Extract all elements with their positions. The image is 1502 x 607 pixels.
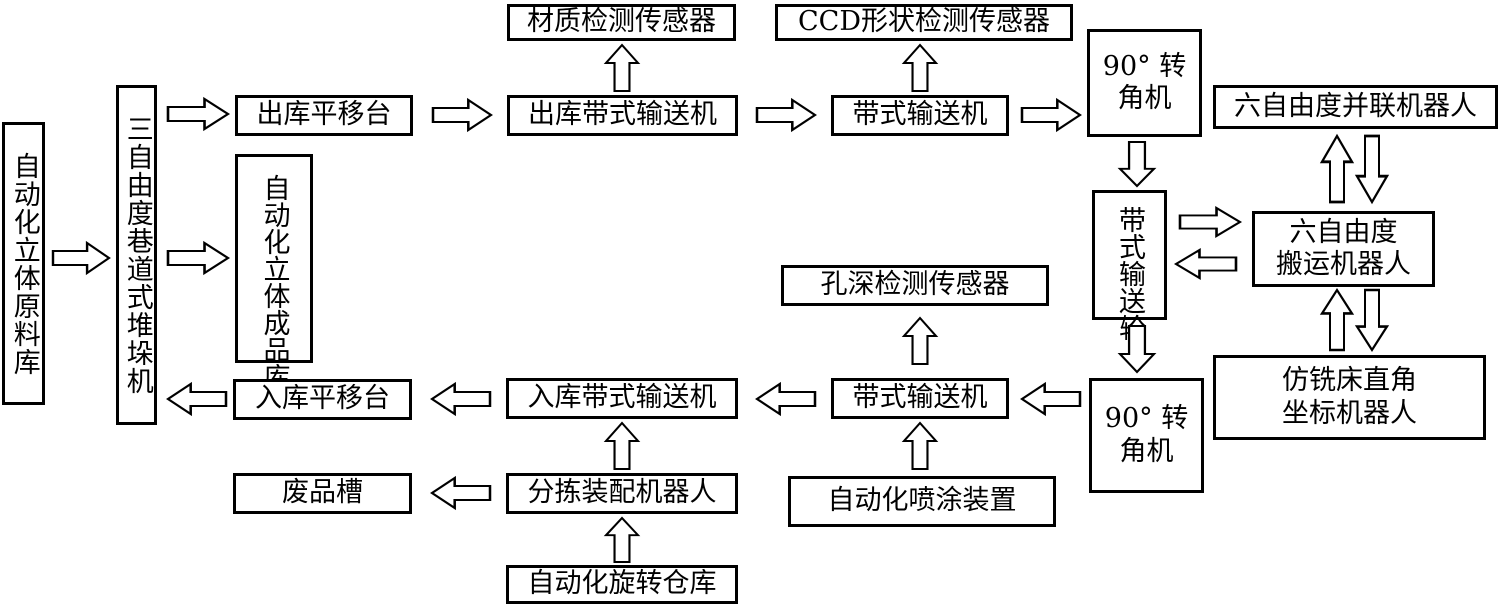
- in-platform-box: 入库平移台: [233, 379, 412, 420]
- arrow-up-spray-to-belt: [901, 421, 939, 470]
- arrow-down-beltwheel-to-turn: [1117, 325, 1157, 374]
- arrow-up-sorting-to-inconveyor: [603, 421, 641, 470]
- arrow-up-belt-to-hole: [901, 316, 939, 365]
- arrow-up-rotary-to-sorting: [603, 516, 641, 563]
- belt-conveyor-bottom-box: 带式输送机: [831, 378, 1009, 419]
- in-conveyor-label: 入库带式输送机: [527, 382, 717, 414]
- arrow-down-parallel-to-handling: [1354, 134, 1390, 205]
- arrow-left-inplatform-to-stacker: [166, 381, 228, 417]
- arrow-down-handling-to-milling: [1354, 288, 1390, 353]
- handling-robot-box: 六自由度 搬运机器人: [1252, 211, 1435, 287]
- milling-robot-box: 仿铣床直角 坐标机器人: [1213, 355, 1486, 440]
- arrow-right-stacker-to-outplatform: [166, 96, 231, 132]
- turn-bottom-box: 90° 转 角机: [1089, 378, 1204, 493]
- arrow-left-sorting-to-waste: [430, 475, 492, 511]
- belt-conveyor-bottom-label: 带式输送机: [852, 382, 988, 414]
- arrow-left-turn-to-belt: [1020, 381, 1082, 417]
- spray-device-box: 自动化喷涂装置: [788, 476, 1056, 527]
- stacker-box: 三自由度巷道式堆垛机: [116, 85, 157, 425]
- arrow-right-stacker-to-finished: [166, 240, 231, 276]
- hole-sensor-label: 孔深检测传感器: [820, 269, 1010, 301]
- rotary-storage-box: 自动化旋转仓库: [506, 565, 738, 604]
- raw-storage-label: 自动化立体原料库: [8, 151, 40, 376]
- handling-robot-label: 六自由度 搬运机器人: [1276, 216, 1411, 280]
- rotary-storage-label: 自动化旋转仓库: [527, 568, 717, 600]
- arrow-right-outplatform-to-outconveyor: [431, 97, 493, 133]
- sorting-robot-label: 分拣装配机器人: [527, 477, 717, 509]
- arrow-left-handling-to-beltwheel: [1173, 248, 1238, 280]
- ccd-sensor-box: CCD形状检测传感器: [775, 4, 1073, 41]
- in-conveyor-box: 入库带式输送机: [506, 378, 738, 419]
- arrow-down-turn-to-beltwheel: [1117, 141, 1157, 188]
- milling-robot-label: 仿铣床直角 坐标机器人: [1282, 365, 1417, 429]
- arrow-left-belt-to-inconveyor: [755, 381, 817, 417]
- stacker-label: 三自由度巷道式堆垛机: [121, 115, 153, 395]
- waste-bin-box: 废品槽: [233, 473, 412, 514]
- material-sensor-label: 材质检测传感器: [527, 6, 716, 38]
- parallel-robot-label: 六自由度并联机器人: [1234, 90, 1477, 122]
- waste-bin-label: 废品槽: [282, 477, 363, 509]
- turn-top-label: 90° 转 角机: [1102, 50, 1187, 114]
- belt-wheel-label: 带式输送轮: [1114, 205, 1146, 341]
- out-platform-label: 出库平移台: [256, 99, 392, 131]
- sorting-robot-box: 分拣装配机器人: [506, 473, 738, 514]
- arrow-right-outconveyor-to-belt: [755, 97, 817, 133]
- turn-bottom-label: 90° 转 角机: [1104, 403, 1189, 467]
- arrow-left-inconveyor-to-inplatform: [430, 381, 492, 417]
- finished-storage-box: 自动化立体成品库: [235, 154, 313, 390]
- ccd-sensor-label: CCD形状检测传感器: [798, 6, 1050, 38]
- material-sensor-box: 材质检测传感器: [507, 4, 736, 41]
- belt-wheel-box: 带式输送轮: [1092, 190, 1167, 341]
- hole-sensor-box: 孔深检测传感器: [781, 265, 1049, 306]
- turn-top-box: 90° 转 角机: [1087, 29, 1202, 137]
- arrow-right-beltwheel-to-handling: [1178, 206, 1243, 238]
- raw-storage-box: 自动化立体原料库: [2, 122, 45, 405]
- out-platform-box: 出库平移台: [235, 95, 413, 136]
- belt-conveyor-top-label: 带式输送机: [852, 99, 988, 131]
- out-conveyor-label: 出库带式输送机: [528, 99, 717, 131]
- spray-device-label: 自动化喷涂装置: [827, 485, 1017, 517]
- arrow-up-belt-to-ccd: [901, 43, 939, 92]
- arrow-up-outconveyor-to-material: [603, 43, 641, 92]
- arrow-up-handling-to-parallel: [1319, 133, 1355, 204]
- out-conveyor-box: 出库带式输送机: [507, 95, 738, 136]
- in-platform-label: 入库平移台: [255, 383, 390, 415]
- arrow-right-belt-to-turn: [1020, 97, 1082, 133]
- arrow-right-raw-to-stacker: [51, 240, 111, 276]
- belt-conveyor-top-box: 带式输送机: [831, 95, 1009, 136]
- finished-storage-label: 自动化立体成品库: [258, 173, 290, 390]
- arrow-up-milling-to-handling: [1319, 287, 1355, 352]
- parallel-robot-box: 六自由度并联机器人: [1213, 85, 1498, 129]
